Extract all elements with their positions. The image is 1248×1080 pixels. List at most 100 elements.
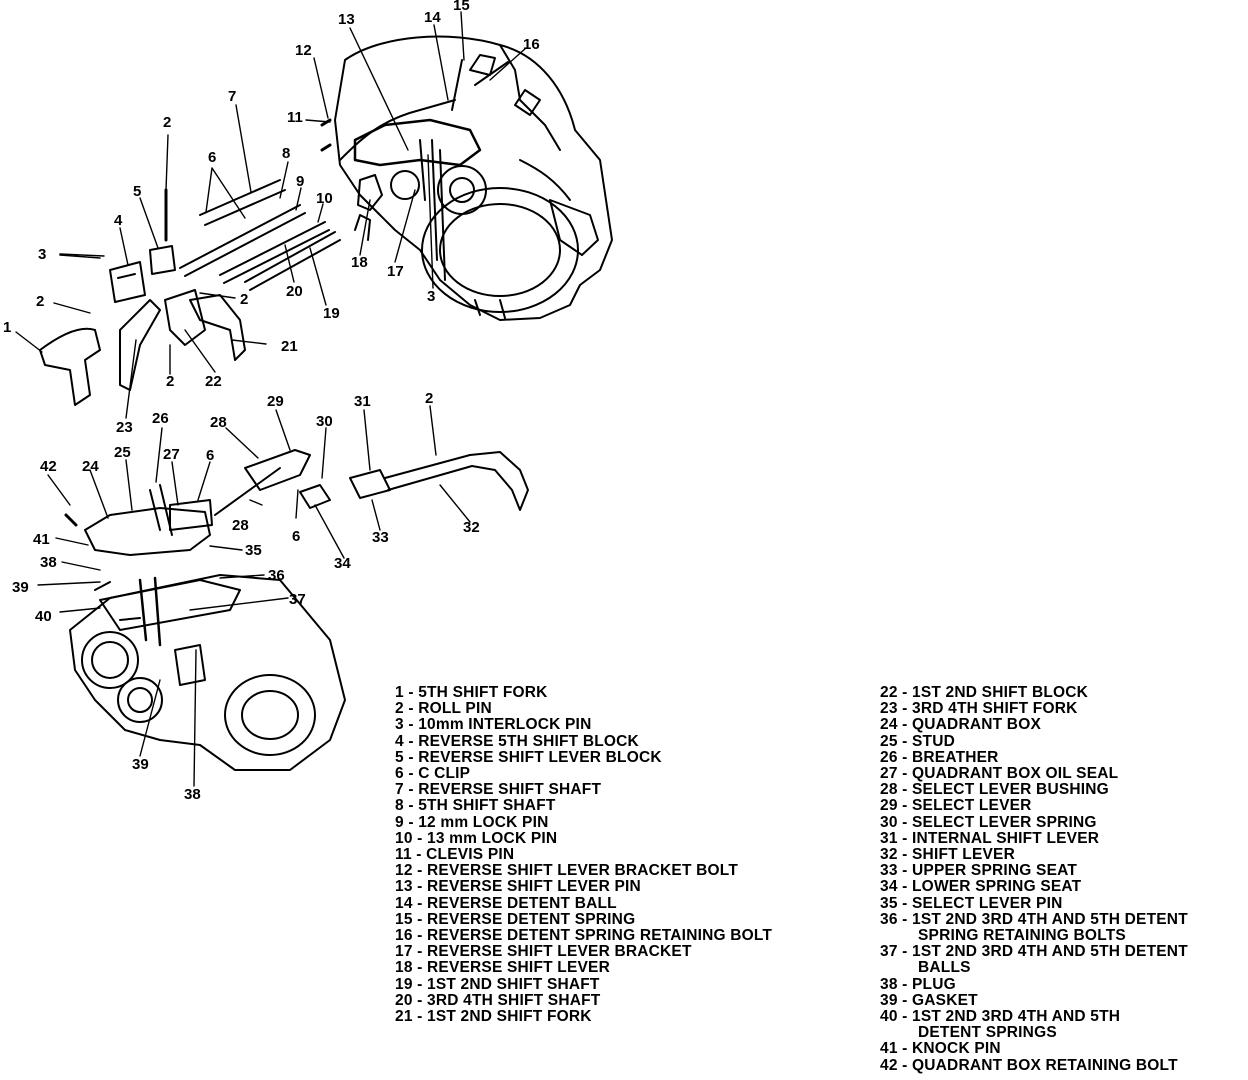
legend-item-18: 18 - REVERSE SHIFT LEVER bbox=[395, 959, 610, 977]
callout-6: 6 bbox=[206, 447, 214, 464]
callout-40: 40 bbox=[35, 608, 52, 625]
callout-41: 41 bbox=[33, 531, 50, 548]
callout-25: 25 bbox=[114, 444, 131, 461]
legend-item-23: 23 - 3RD 4TH SHIFT FORK bbox=[880, 700, 1078, 718]
legend-item-41: 41 - KNOCK PIN bbox=[880, 1040, 1001, 1058]
callout-22: 22 bbox=[205, 373, 222, 390]
legend-item-9: 9 - 12 mm LOCK PIN bbox=[395, 813, 549, 831]
legend-item-33: 33 - UPPER SPRING SEAT bbox=[880, 862, 1078, 880]
callout-9: 9 bbox=[296, 173, 304, 190]
callout-5: 5 bbox=[133, 183, 141, 200]
callout-32: 32 bbox=[463, 519, 480, 536]
legend-item-16: 16 - REVERSE DETENT SPRING RETAINING BOL… bbox=[395, 927, 773, 945]
legend-item-25: 25 - STUD bbox=[880, 732, 956, 750]
legend-item-28: 28 - SELECT LEVER BUSHING bbox=[880, 781, 1109, 799]
callout-26: 26 bbox=[152, 410, 169, 427]
legend-item-37: 37 - 1ST 2ND 3RD 4TH AND 5TH DETENT bbox=[880, 943, 1188, 961]
callout-labels: 1 2 2 2 2 2 3 3 4 5 6 6 6 7 8 9 10 11 12… bbox=[3, 0, 540, 803]
callout-31: 31 bbox=[354, 393, 371, 410]
callout-8: 8 bbox=[282, 145, 290, 162]
callout-37: 37 bbox=[289, 591, 306, 608]
legend-item-17: 17 - REVERSE SHIFT LEVER BRACKET bbox=[395, 943, 692, 961]
callout-24: 24 bbox=[82, 458, 99, 475]
callout-2: 2 bbox=[36, 293, 44, 310]
callout-21: 21 bbox=[281, 338, 298, 355]
callout-3: 3 bbox=[427, 288, 435, 305]
legend-item-40-cont: DETENT SPRINGS bbox=[918, 1024, 1057, 1042]
legend-item-40: 40 - 1ST 2ND 3RD 4TH AND 5TH bbox=[880, 1008, 1121, 1026]
callout-17: 17 bbox=[387, 263, 404, 280]
legend-item-20: 20 - 3RD 4TH SHIFT SHAFT bbox=[395, 991, 601, 1009]
callout-38: 38 bbox=[40, 554, 57, 571]
callout-2: 2 bbox=[163, 114, 171, 131]
transaxle-case-drawing bbox=[320, 35, 613, 321]
callout-1: 1 bbox=[3, 319, 11, 336]
callout-7: 7 bbox=[228, 88, 236, 105]
legend-item-2: 2 - ROLL PIN bbox=[395, 700, 492, 718]
legend-item-26: 26 - BREATHER bbox=[880, 748, 999, 766]
legend-item-35: 35 - SELECT LEVER PIN bbox=[880, 894, 1063, 912]
callout-2: 2 bbox=[425, 390, 433, 407]
legend-item-24: 24 - QUADRANT BOX bbox=[880, 716, 1041, 734]
callout-15: 15 bbox=[453, 0, 470, 14]
legend-item-36-cont: SPRING RETAINING BOLTS bbox=[918, 927, 1126, 945]
callout-12: 12 bbox=[295, 42, 312, 59]
legend-item-4: 4 - REVERSE 5TH SHIFT BLOCK bbox=[395, 732, 639, 750]
callout-6: 6 bbox=[208, 149, 216, 166]
callout-2: 2 bbox=[166, 373, 174, 390]
callout-20: 20 bbox=[286, 283, 303, 300]
callout-29: 29 bbox=[267, 393, 284, 410]
legend-item-6: 6 - C CLIP bbox=[395, 765, 471, 783]
callout-19: 19 bbox=[323, 305, 340, 322]
parts-legend-left: 1 - 5TH SHIFT FORK 2 - ROLL PIN 3 - 10mm… bbox=[395, 684, 773, 1026]
callout-28: 28 bbox=[210, 414, 227, 431]
callout-14: 14 bbox=[424, 9, 441, 26]
legend-item-3: 3 - 10mm INTERLOCK PIN bbox=[395, 716, 592, 734]
shift-shafts-forks-drawing bbox=[39, 179, 341, 406]
legend-item-39: 39 - GASKET bbox=[880, 991, 978, 1009]
legend-item-31: 31 - INTERNAL SHIFT LEVER bbox=[880, 829, 1100, 847]
callout-38: 38 bbox=[184, 786, 201, 803]
callout-18: 18 bbox=[351, 254, 368, 271]
legend-item-37-cont: BALLS bbox=[918, 959, 971, 977]
callout-35: 35 bbox=[245, 542, 262, 559]
callout-2: 2 bbox=[240, 291, 248, 308]
legend-item-14: 14 - REVERSE DETENT BALL bbox=[395, 894, 617, 912]
callout-13: 13 bbox=[338, 11, 355, 28]
quadrant-box-shift-lever-drawing bbox=[64, 449, 529, 556]
callout-39: 39 bbox=[12, 579, 29, 596]
callout-27: 27 bbox=[163, 446, 180, 463]
callout-10: 10 bbox=[316, 190, 333, 207]
callout-30: 30 bbox=[316, 413, 333, 430]
callout-11: 11 bbox=[287, 109, 303, 126]
callout-4: 4 bbox=[114, 212, 123, 229]
legend-item-36: 36 - 1ST 2ND 3RD 4TH AND 5TH DETENT bbox=[880, 910, 1188, 928]
callout-23: 23 bbox=[116, 419, 133, 436]
legend-item-32: 32 - SHIFT LEVER bbox=[880, 846, 1015, 864]
legend-item-13: 13 - REVERSE SHIFT LEVER PIN bbox=[395, 878, 641, 896]
callout-36: 36 bbox=[268, 567, 285, 584]
callout-33: 33 bbox=[372, 529, 389, 546]
legend-item-15: 15 - REVERSE DETENT SPRING bbox=[395, 910, 636, 928]
legend-item-1: 1 - 5TH SHIFT FORK bbox=[395, 684, 548, 701]
callout-6: 6 bbox=[292, 528, 300, 545]
leader-lines bbox=[15, 11, 527, 787]
legend-item-5: 5 - REVERSE SHIFT LEVER BLOCK bbox=[395, 748, 662, 766]
callout-39: 39 bbox=[132, 756, 149, 773]
legend-item-7: 7 - REVERSE SHIFT SHAFT bbox=[395, 781, 602, 799]
legend-item-8: 8 - 5TH SHIFT SHAFT bbox=[395, 797, 556, 815]
legend-item-10: 10 - 13 mm LOCK PIN bbox=[395, 829, 558, 847]
legend-item-27: 27 - QUADRANT BOX OIL SEAL bbox=[880, 765, 1119, 783]
callout-34: 34 bbox=[334, 555, 351, 572]
callout-42: 42 bbox=[40, 458, 57, 475]
drawing-artwork bbox=[15, 11, 613, 787]
legend-item-29: 29 - SELECT LEVER bbox=[880, 797, 1032, 815]
legend-item-21: 21 - 1ST 2ND SHIFT FORK bbox=[395, 1008, 592, 1026]
legend-item-38: 38 - PLUG bbox=[880, 975, 956, 993]
legend-item-34: 34 - LOWER SPRING SEAT bbox=[880, 878, 1082, 896]
parts-legend-right: 22 - 1ST 2ND SHIFT BLOCK 23 - 3RD 4TH SH… bbox=[880, 684, 1188, 1074]
legend-item-42: 42 - QUADRANT BOX RETAINING BOLT bbox=[880, 1056, 1178, 1074]
legend-item-30: 30 - SELECT LEVER SPRING bbox=[880, 813, 1097, 831]
legend-item-22: 22 - 1ST 2ND SHIFT BLOCK bbox=[880, 684, 1089, 701]
